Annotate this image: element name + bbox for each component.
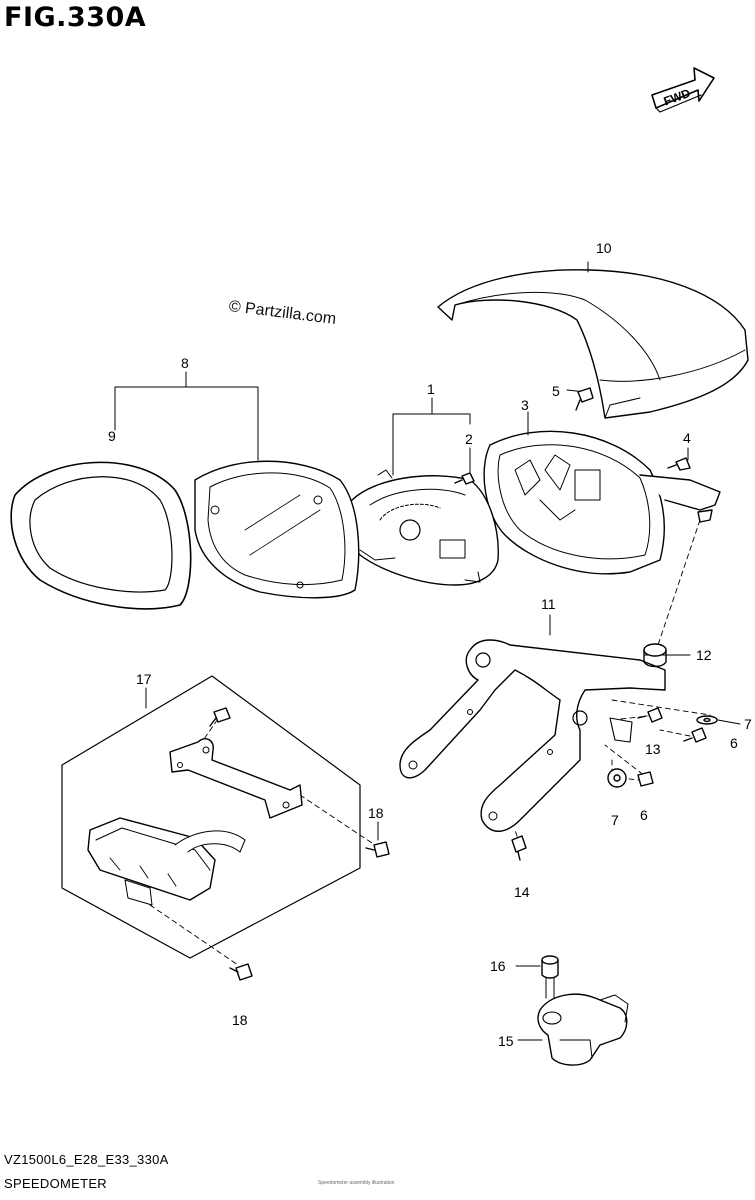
callout-13: 13 [645,741,661,757]
screw-18-mid [365,841,390,858]
speed-sensor [537,993,629,1066]
callout-8: 8 [181,355,189,371]
callout-7-right: 7 [744,716,752,732]
section-name: SPEEDOMETER [4,1176,107,1191]
callout-12: 12 [696,647,712,663]
figure-title: FIG.330A [4,2,147,33]
callout-11: 11 [541,596,556,612]
callout-layer: 1 2 3 4 5 6 6 7 7 8 9 10 11 12 13 14 15 … [108,240,752,1049]
callout-5: 5 [552,383,560,399]
screw-17-top [209,707,231,727]
screw-6-left [637,771,654,787]
callout-17: 17 [136,671,152,687]
rear-housing [483,430,721,575]
visor-cover [437,269,749,419]
lens-ring [10,461,192,610]
callout-4: 4 [683,430,691,446]
callout-3: 3 [521,397,529,413]
screw-18-bottom [229,963,253,981]
screw-6-right [683,727,707,743]
sensor-bolt-16 [541,955,559,999]
washer-7-left [607,768,627,788]
callout-1: 1 [427,381,435,397]
callout-6-left: 6 [640,807,648,823]
bezel-assembly [194,460,360,599]
kit-boundary [61,675,361,959]
washer-7-right [696,715,718,725]
fine-print: Speedometer assembly illustration [318,1180,395,1186]
screw-4 [667,457,691,471]
callout-15: 15 [498,1033,514,1049]
callout-18-mid: 18 [368,805,384,821]
bolt-14 [511,835,527,861]
fwd-arrow-icon: FWD [651,67,715,113]
callout-18-bottom: 18 [232,1012,248,1028]
lamp-bracket [169,738,303,819]
callout-6-right: 6 [730,735,738,751]
callout-9: 9 [108,428,116,444]
callout-14: 14 [514,884,530,900]
grommet [643,643,667,668]
screw-5 [575,387,594,411]
mounting-bracket [399,639,666,832]
indicator-lamp [87,817,246,906]
model-code: VZ1500L6_E28_E33_330A [4,1152,169,1167]
callout-10: 10 [596,240,612,256]
meter-unit [345,469,499,586]
callout-7-left: 7 [611,812,619,828]
callout-2: 2 [465,431,473,447]
bolt-13 [637,707,663,723]
screw-2 [454,472,475,485]
callout-16: 16 [490,958,506,974]
